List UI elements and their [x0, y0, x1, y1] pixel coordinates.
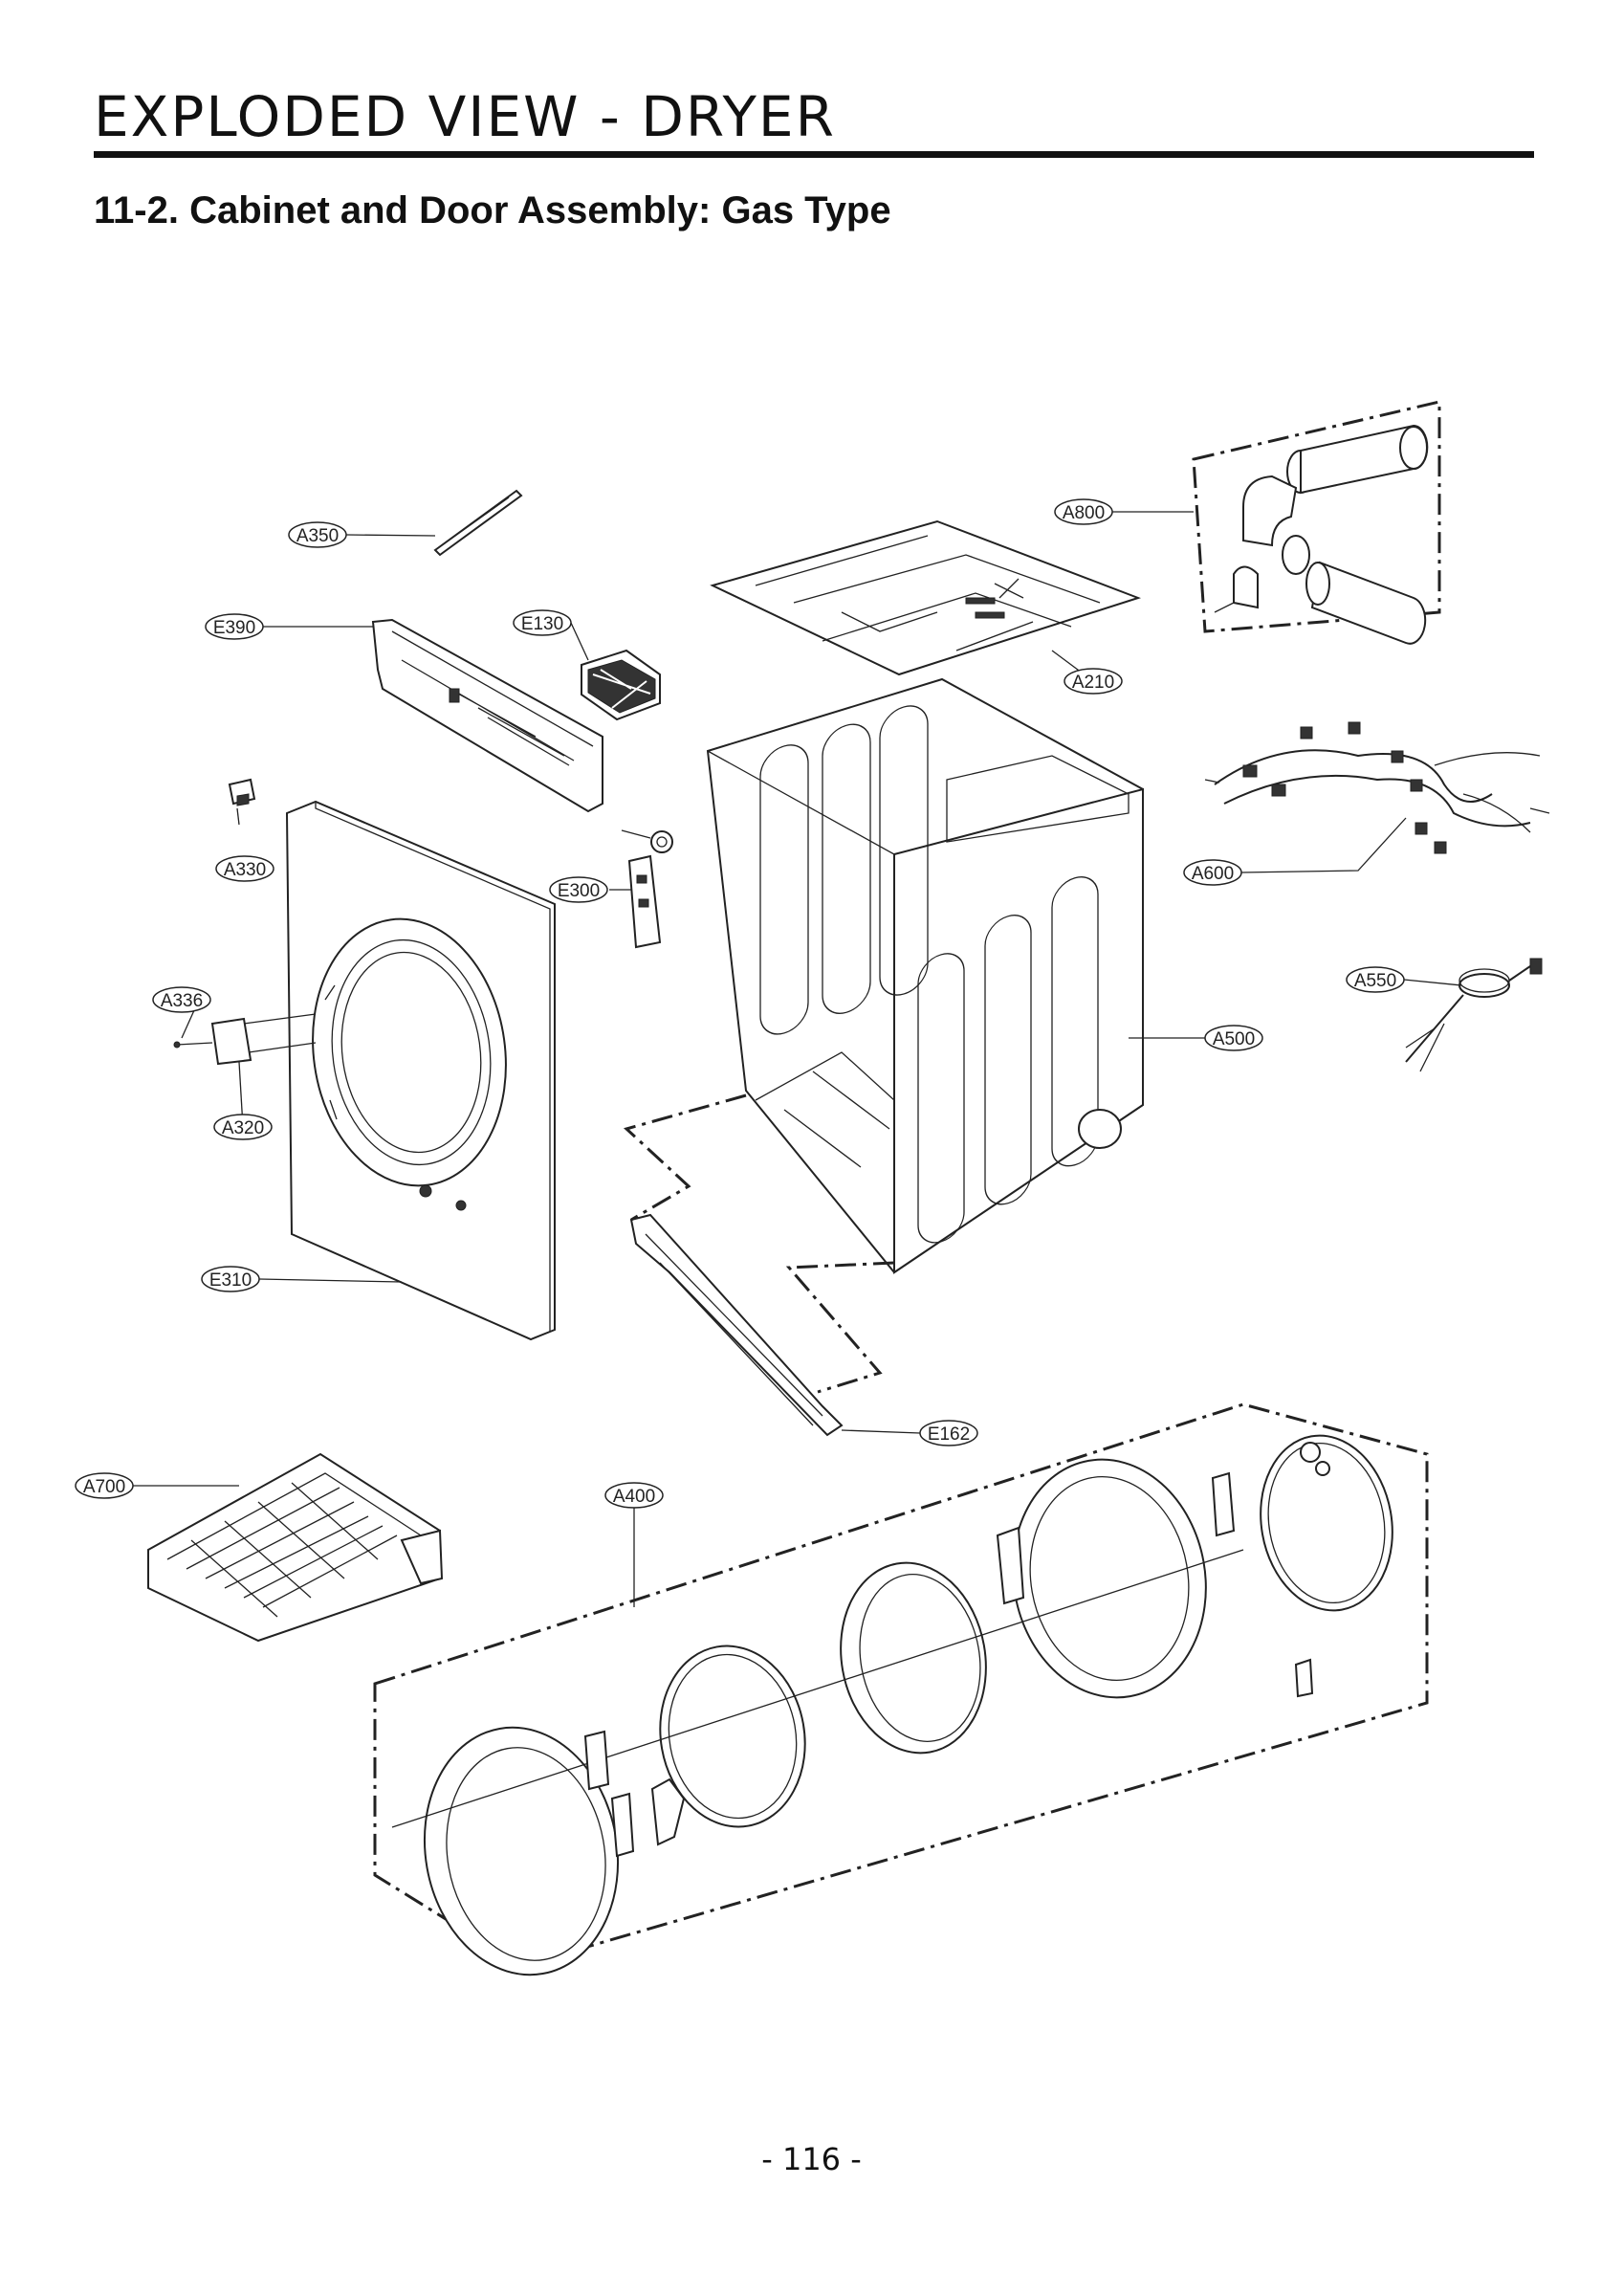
part-a800-duct-kit	[1192, 400, 1441, 645]
callout-label-e310: E310	[209, 1270, 252, 1291]
part-a400-door-assembly	[373, 1402, 1429, 1976]
callout-a600: A600	[1183, 859, 1242, 886]
part-e130-pcb	[581, 649, 661, 721]
part-a500-cabinet	[706, 677, 1144, 1274]
callout-a330: A330	[215, 855, 274, 882]
callout-label-e130: E130	[521, 614, 563, 634]
callout-label-a330: A330	[224, 860, 266, 880]
callout-label-e390: E390	[213, 618, 255, 638]
callout-a336: A336	[152, 986, 211, 1013]
callout-label-e162: E162	[928, 1424, 970, 1445]
part-a210-top-plate	[710, 519, 1142, 676]
part-a700-drying-rack	[147, 1452, 444, 1643]
part-e310-front-panel	[285, 800, 556, 1341]
callout-label-a800: A800	[1063, 503, 1105, 523]
callout-a210: A210	[1064, 668, 1123, 695]
callout-label-a336: A336	[161, 991, 203, 1011]
callout-e310: E310	[201, 1266, 260, 1292]
callout-label-a350: A350	[296, 526, 339, 546]
callout-label-a550: A550	[1354, 971, 1396, 991]
explode-guide-left	[624, 1093, 747, 1222]
page-number: - 116 -	[761, 2141, 862, 2177]
part-a320-latch	[173, 1013, 317, 1066]
callout-label-a400: A400	[613, 1487, 655, 1507]
callout-a700: A700	[75, 1472, 134, 1499]
part-e162-bracket	[629, 1213, 844, 1437]
header-rule	[94, 151, 1534, 158]
callout-a400: A400	[604, 1482, 664, 1509]
callout-label-a210: A210	[1072, 673, 1114, 693]
callout-e390: E390	[205, 613, 264, 640]
callout-a800: A800	[1054, 498, 1113, 525]
callout-a320: A320	[213, 1114, 273, 1140]
callout-e300: E300	[549, 876, 608, 903]
callout-a550: A550	[1346, 966, 1405, 993]
callout-label-e300: E300	[558, 881, 600, 901]
callout-label-a700: A700	[83, 1477, 125, 1497]
section-title: 11-2. Cabinet and Door Assembly: Gas Typ…	[94, 189, 891, 232]
callout-e162: E162	[919, 1420, 978, 1446]
part-a350-strip	[433, 489, 523, 557]
callout-label-a320: A320	[222, 1118, 264, 1138]
callout-label-a600: A600	[1192, 864, 1234, 884]
part-e390-bracket	[371, 618, 603, 813]
part-a550-power-cord	[1405, 958, 1543, 1072]
callout-label-a500: A500	[1213, 1029, 1255, 1049]
callout-a500: A500	[1204, 1025, 1263, 1051]
page-header-title: EXPLODED VIEW - DRYER	[94, 84, 836, 149]
part-a600-harness	[1204, 721, 1550, 854]
callout-e130: E130	[513, 609, 572, 636]
part-a330	[228, 778, 256, 806]
callout-a350: A350	[288, 521, 347, 548]
explode-guide-right	[785, 1261, 895, 1394]
part-e300-door-switch	[621, 829, 673, 949]
